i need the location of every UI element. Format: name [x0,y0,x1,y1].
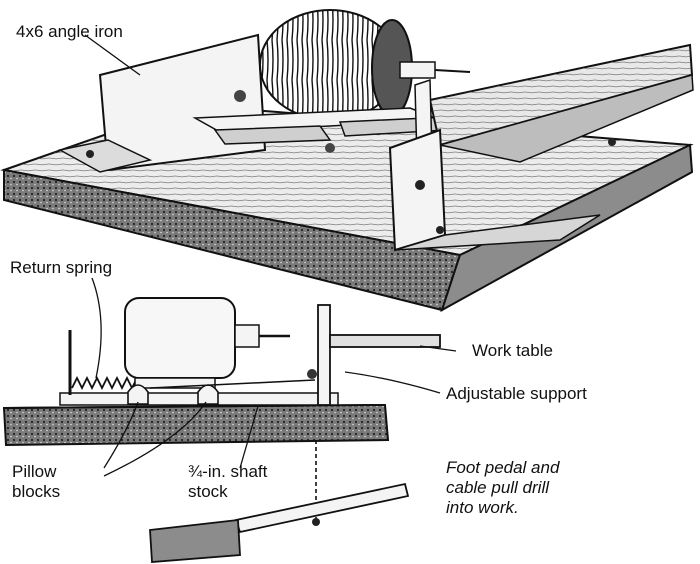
top-motor [259,9,471,121]
label-foot-pedal-line3: into work. [446,498,519,517]
label-work-table: Work table [472,341,553,360]
bottom-motor [124,297,290,389]
leader-adjustable-support [344,371,441,394]
leader-pillow-1 [103,401,139,469]
leader-lines [91,277,457,477]
label-shaft-stock-line1: ¾-in. shaft [188,462,268,481]
bottom-base-board [2,403,390,447]
top-adjustable-support [388,128,616,252]
top-work-table [414,43,694,163]
leader-return-spring [91,277,102,379]
label-pillow-blocks-line2: blocks [12,482,61,501]
return-spring [71,375,143,391]
label-foot-pedal-line1: Foot pedal and [446,458,560,477]
label-pillow-blocks-line1: Pillow [12,462,57,481]
label-adjustable-support: Adjustable support [446,384,587,403]
leader-pillow-2 [103,401,207,477]
label-return-spring: Return spring [10,258,113,277]
label-angle-iron: 4x6 angle iron [16,22,123,41]
leader-work-table [419,345,457,352]
bottom-rails [59,304,441,406]
foot-pedal [149,440,410,563]
angle-iron-plate [57,33,267,173]
pillow-blocks [127,369,317,405]
label-shaft-stock-line2: stock [188,482,228,501]
leader-shaft-stock [239,405,259,469]
label-foot-pedal-line2: cable pull drill [446,478,549,497]
